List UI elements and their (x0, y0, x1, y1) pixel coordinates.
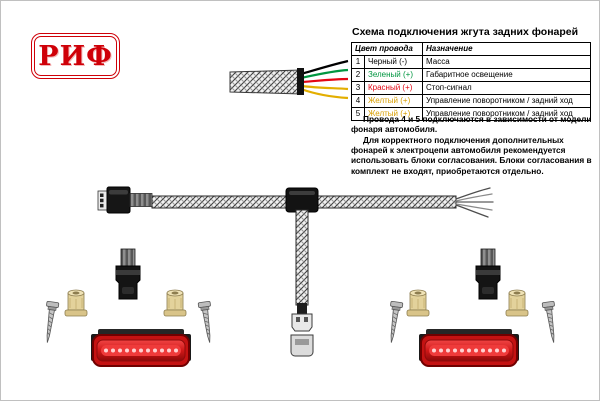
wire-green (300, 68, 349, 80)
mounting-grommet-icon (163, 289, 187, 317)
header-wire-color: Цвет провода (351, 42, 423, 56)
wire-color-table: Цвет провода Назначение 1 Черный (-) Мас… (351, 42, 591, 121)
screw-icon (197, 300, 217, 344)
wire-purpose: Габаритное освещение (422, 68, 591, 82)
mounting-grommet-icon (406, 289, 430, 317)
led-stop-lamp-right (418, 328, 520, 367)
wire-yellow-1 (301, 84, 349, 91)
rif-logo-text: РИФ (38, 40, 113, 72)
rif-logo: РИФ (31, 33, 120, 79)
screw-icon (541, 300, 561, 344)
screw-icon (40, 300, 60, 344)
wire-color-label: Желтый (+) (364, 94, 423, 108)
wire-purpose: Стоп-сигнал (422, 81, 591, 95)
table-row: 3 Красный (+) Стоп-сигнал (351, 81, 591, 95)
wire-red (301, 77, 349, 84)
wire-number: 4 (351, 94, 365, 108)
table-header-row: Цвет провода Назначение (351, 42, 591, 56)
lamp-connector-right (475, 248, 501, 300)
note-paragraph: Для корректного подключения дополнительн… (351, 134, 592, 176)
wire-yellow-2 (300, 87, 349, 100)
screw-icon (384, 300, 404, 344)
header-purpose: Назначение (422, 42, 591, 56)
shielded-bundle-illustration (229, 59, 349, 100)
bundle-wrap (297, 68, 304, 95)
wire-number: 1 (351, 55, 365, 69)
t-junction (285, 187, 319, 213)
mounting-grommet-icon (505, 289, 529, 317)
wire-color-label: Черный (-) (364, 55, 423, 69)
table-row: 1 Черный (-) Масса (351, 55, 591, 69)
wire-number: 3 (351, 81, 365, 95)
wire-purpose: Управление поворотником / задний ход (422, 94, 591, 108)
mounting-grommet-icon (64, 289, 88, 317)
wire-color-label: Зеленый (+) (364, 68, 423, 82)
harness-diagram (97, 186, 501, 357)
note-paragraph: Провода 4 и 5 подключаются в зависимости… (351, 114, 592, 135)
wire-purpose: Масса (422, 55, 591, 69)
led-stop-lamp-left (90, 328, 192, 367)
wire-purpose: Управление поворотником / задний ход (422, 107, 591, 121)
page-title: Схема подключения жгута задних фонарей (352, 26, 579, 38)
branch-connector-pair (290, 303, 314, 357)
table-row: 5 Желтый (+) Управление поворотником / з… (351, 107, 591, 121)
table-row: 2 Зеленый (+) Габаритное освещение (351, 68, 591, 82)
table-row: 4 Желтый (+) Управление поворотником / з… (351, 94, 591, 108)
notes: Провода 4 и 5 подключаются в зависимости… (351, 114, 594, 176)
branch-cable (295, 209, 309, 306)
lamp-connector-left (115, 248, 141, 300)
power-connector (97, 186, 153, 214)
wire-black (300, 59, 349, 76)
wire-number: 2 (351, 68, 365, 82)
frayed-wire-ends (455, 187, 494, 218)
wire-color-label: Красный (+) (364, 81, 423, 95)
